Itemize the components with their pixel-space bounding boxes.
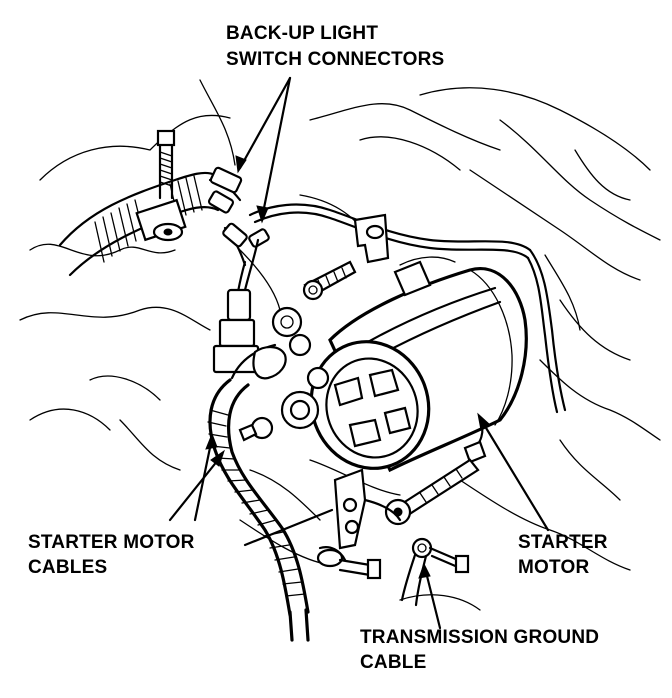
label-ground-cable-line1: TRANSMISSION GROUND: [360, 627, 600, 648]
mounting-bolt-upper: [156, 129, 176, 200]
label-starter-motor-line2: MOTOR: [518, 557, 590, 578]
label-ground-cable-line2: CABLE: [360, 652, 427, 673]
leader-lines: [168, 76, 550, 630]
lower-mounting-bracket: [333, 468, 402, 550]
label-starter-cables-line2: CABLES: [28, 557, 108, 578]
label-starter-cables-line1: STARTER MOTOR: [28, 532, 195, 553]
arrowheads: [205, 155, 490, 579]
corrugated-hose: [58, 171, 220, 277]
label-starter-motor-line1: STARTER: [518, 532, 608, 553]
cable-bolt-lower: [316, 546, 382, 580]
cable-bracket-top: [302, 213, 390, 301]
backup-light-connectors: [207, 166, 567, 414]
starter-motor-body: [271, 256, 528, 526]
label-backup-light-line1: BACK-UP LIGHT: [226, 23, 379, 44]
label-backup-light-line2: SWITCH CONNECTORS: [226, 49, 445, 70]
starter-motor-cables: [207, 343, 310, 642]
transmission-ground-cable: [400, 537, 470, 607]
